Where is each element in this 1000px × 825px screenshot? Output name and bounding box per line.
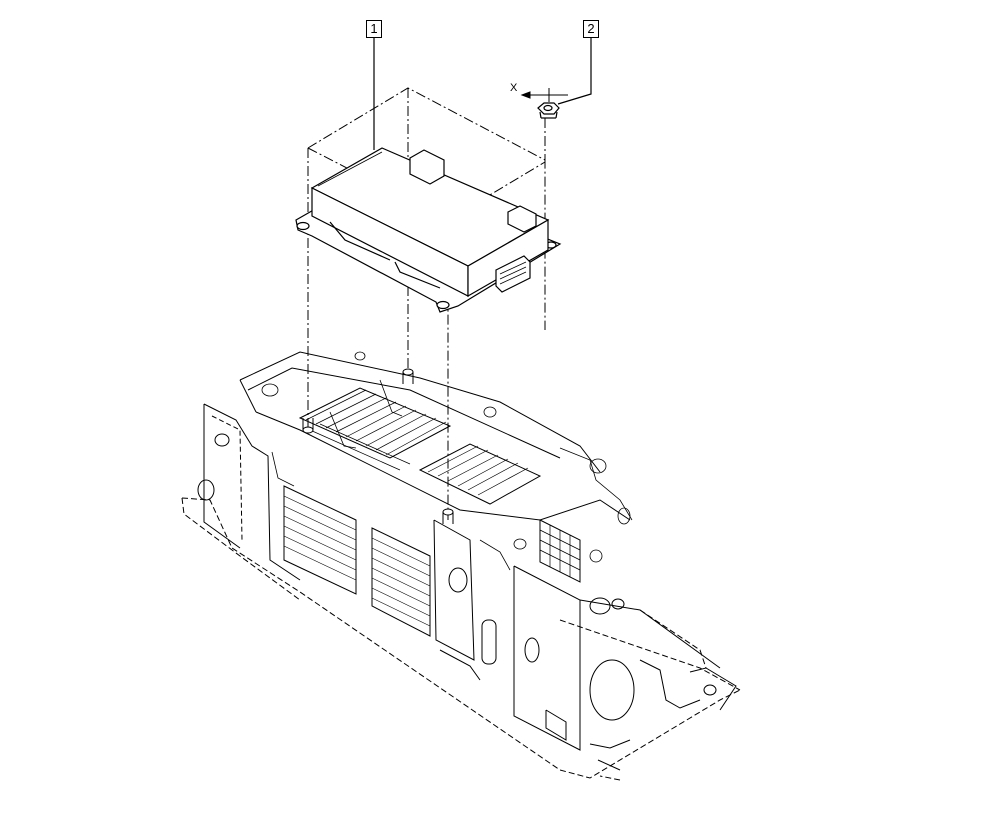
upper-deck xyxy=(239,351,631,521)
retaining-clip-icon xyxy=(507,205,537,233)
rear-frame xyxy=(589,659,737,771)
direction-indicator xyxy=(520,88,568,102)
callout-2: 2 xyxy=(583,20,599,38)
cell-stack-lower-center xyxy=(371,527,431,637)
leader-line-2 xyxy=(557,38,592,105)
leader-lines xyxy=(373,38,592,150)
assembly-details xyxy=(261,351,633,571)
central-bracket xyxy=(433,519,497,681)
axis-x-label: X xyxy=(510,82,518,94)
main-assembly xyxy=(181,351,741,781)
mount-hole-icon xyxy=(436,300,450,310)
control-unit-side xyxy=(467,218,549,298)
base-frame xyxy=(181,497,741,781)
cell-stack-lower-left xyxy=(283,485,357,595)
control-unit-part-1 xyxy=(295,147,562,313)
cell-module-right xyxy=(418,443,542,505)
nut-part-2 xyxy=(537,102,560,119)
callout-1: 1 xyxy=(366,20,382,38)
left-end-frame xyxy=(197,403,301,581)
mounting-studs xyxy=(302,368,454,524)
connector-block-right xyxy=(539,519,581,583)
connector-icon xyxy=(495,255,531,293)
retaining-clip-icon xyxy=(409,149,445,185)
cell-module-left xyxy=(298,387,452,471)
mount-hole-icon xyxy=(296,221,310,231)
right-end-frame xyxy=(513,565,721,751)
